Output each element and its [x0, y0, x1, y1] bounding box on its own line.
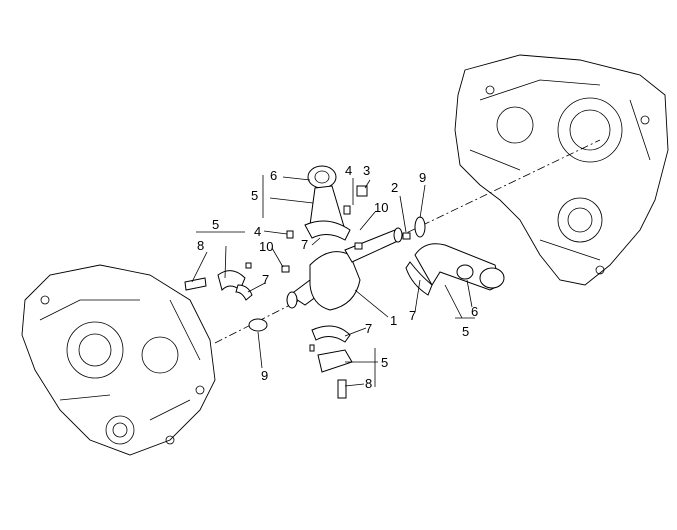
- callout-5: 5: [212, 217, 219, 232]
- callout-7: 7: [365, 321, 372, 336]
- callout-6: 6: [270, 168, 277, 183]
- callout-6: 6: [471, 304, 478, 319]
- connecting-rod-right: [405, 243, 505, 296]
- callout-3: 3: [363, 163, 370, 178]
- right-crankcase: [454, 54, 669, 286]
- callout-5: 5: [251, 188, 258, 203]
- leader-lines: [191, 175, 475, 387]
- callout-9: 9: [419, 170, 426, 185]
- callout-10: 10: [374, 200, 388, 215]
- crank-axis-line: [214, 139, 601, 344]
- callout-9: 9: [261, 368, 268, 383]
- callout-7: 7: [301, 237, 308, 252]
- callout-4: 4: [254, 224, 261, 239]
- callout-4: 4: [345, 163, 352, 178]
- callout-10: 10: [259, 239, 273, 254]
- callout-5: 5: [462, 324, 469, 339]
- callout-5: 5: [381, 355, 388, 370]
- callout-2: 2: [391, 180, 398, 195]
- callout-8: 8: [197, 238, 204, 253]
- callout-1: 1: [390, 313, 397, 328]
- left-crankcase: [21, 264, 216, 456]
- callout-8: 8: [365, 376, 372, 391]
- callout-7: 7: [409, 308, 416, 323]
- crankshaft: [286, 227, 403, 311]
- callout-7: 7: [262, 272, 269, 287]
- connecting-rod-upper: [304, 165, 351, 241]
